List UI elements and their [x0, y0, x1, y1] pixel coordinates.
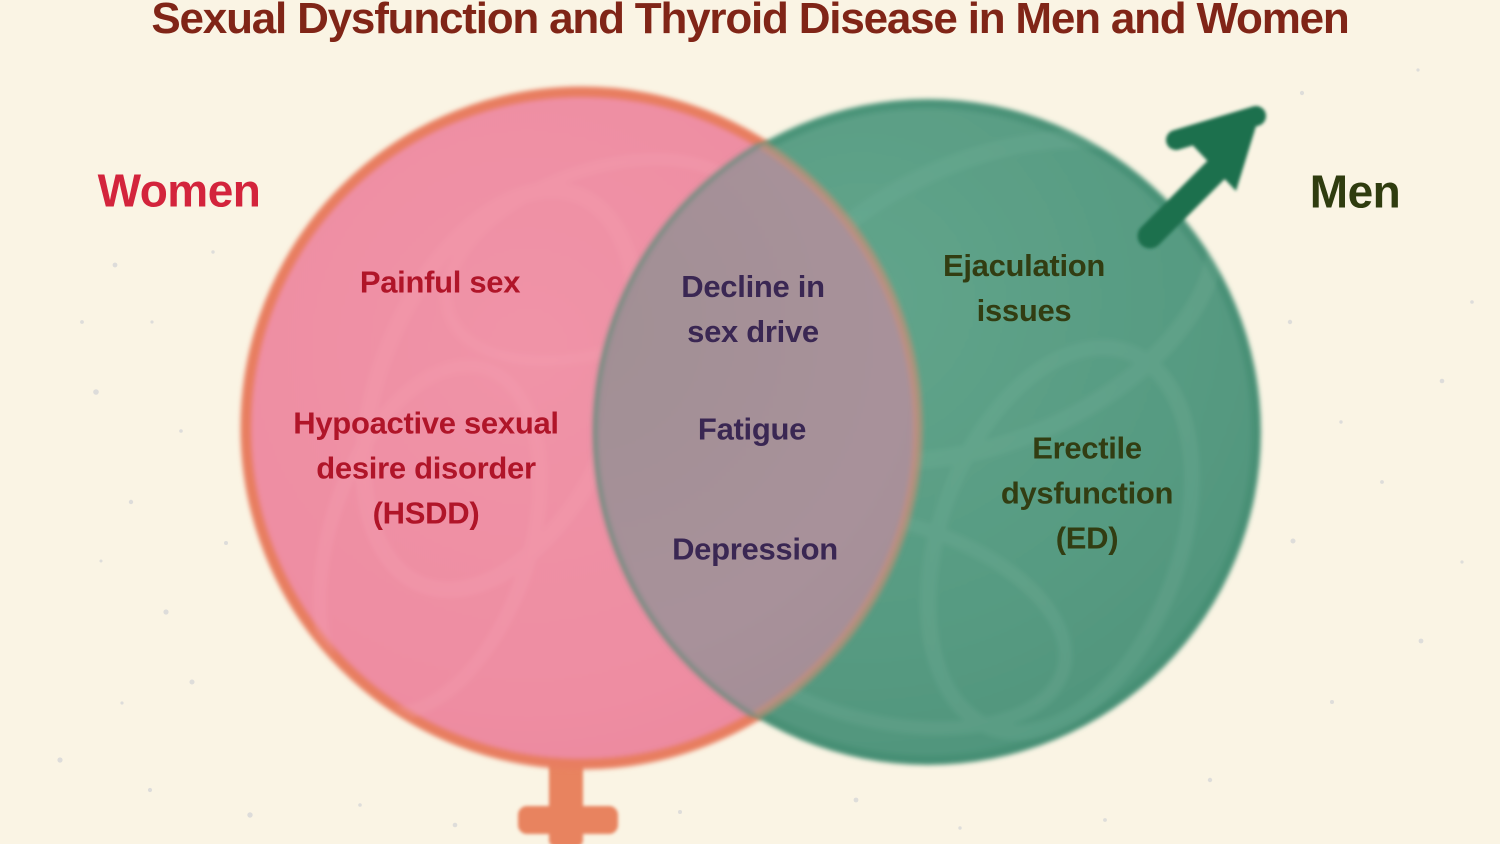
men-item-ejaculation-issues: Ejaculation issues [942, 248, 1106, 328]
male-symbol-icon [1137, 106, 1266, 249]
shared-item-decline-in-sex-drive: Decline in sex drive [681, 269, 825, 349]
intersection-region [591, 95, 923, 765]
men-set-label: Men [1309, 165, 1401, 218]
shared-item-depression: Depression [672, 531, 838, 567]
women-set-label: Women [97, 164, 261, 217]
page-title: Sexual Dysfunction and Thyroid Disease i… [151, 0, 1349, 43]
background-speckles [57, 68, 1474, 830]
men-item-erectile-dysfunction: Erectile dysfunction (ED) [1000, 430, 1174, 556]
shared-item-fatigue: Fatigue [697, 411, 807, 447]
women-item-painful-sex: Painful sex [359, 264, 521, 300]
women-item-hsdd: Hypoactive sexual desire disorder (HSDD) [293, 405, 559, 531]
